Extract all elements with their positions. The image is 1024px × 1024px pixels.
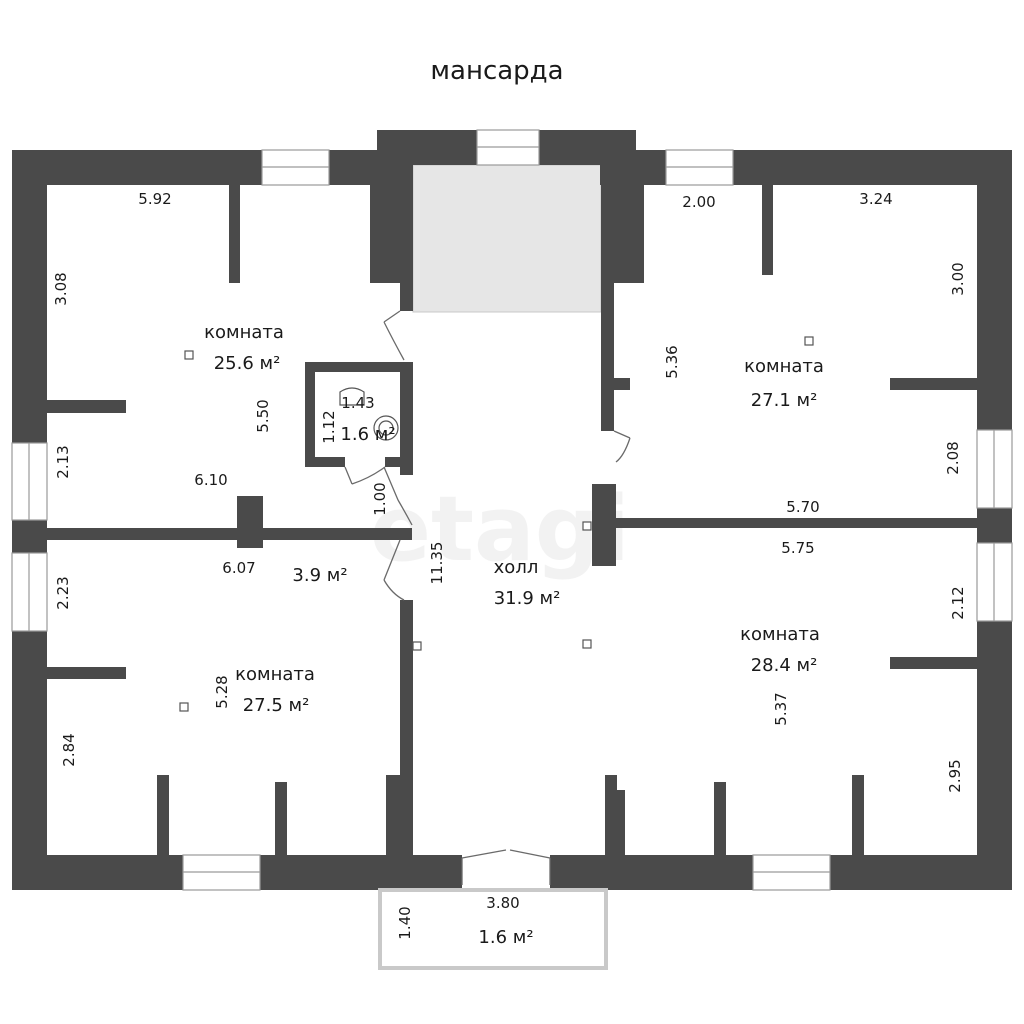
dim-door-gap: 1.00	[371, 482, 389, 515]
room-area-bath: 1.6 м²	[340, 424, 395, 445]
room-area-top-left: 25.6 м²	[214, 353, 281, 374]
dim-bath-width: 1.43	[341, 394, 374, 412]
dim-bath-depth: 1.12	[320, 410, 338, 443]
windows	[11, 129, 1013, 891]
room-area-corridor: 3.9 м²	[292, 565, 347, 586]
dim-tr-left-width: 2.00	[682, 193, 715, 211]
room-name-hall: холл	[494, 557, 539, 578]
dim-br-right-lower: 2.95	[946, 759, 964, 792]
dim-br-right-upper: 2.12	[949, 586, 967, 619]
dim-bl-depth: 5.28	[213, 675, 231, 708]
room-name-top-left: комната	[204, 322, 284, 343]
dim-balcony-width: 3.80	[486, 894, 519, 912]
dim-tl-depth: 5.50	[254, 399, 272, 432]
dim-hall-depth: 11.35	[428, 542, 446, 585]
room-area-balcony: 1.6 м²	[478, 927, 533, 948]
room-area-hall: 31.9 м²	[494, 588, 561, 609]
dim-tl-left-upper: 3.08	[52, 272, 70, 305]
dim-tl-width: 5.92	[138, 190, 171, 208]
bathroom-fixtures	[339, 387, 399, 441]
dim-bl-left-upper: 2.23	[54, 576, 72, 609]
dim-tr-bottom: 5.70	[786, 498, 819, 516]
dim-br-top: 5.75	[781, 539, 814, 557]
dim-bl-left-lower: 2.84	[60, 733, 78, 766]
dim-tr-right-lower: 2.08	[944, 441, 962, 474]
balcony	[378, 888, 608, 970]
dim-balcony-depth: 1.40	[396, 906, 414, 939]
dim-br-depth: 5.37	[772, 692, 790, 725]
dim-tl-bottom: 6.10	[194, 471, 227, 489]
doors	[344, 310, 631, 885]
dim-tr-right-width: 3.24	[859, 190, 892, 208]
room-area-top-right: 27.1 м²	[751, 390, 818, 411]
room-name-bottom-left: комната	[235, 664, 315, 685]
room-name-bottom-right: комната	[740, 624, 820, 645]
dim-tr-depth: 5.36	[663, 345, 681, 378]
dim-tr-right-upper: 3.00	[949, 262, 967, 295]
vent-markers	[179, 336, 814, 712]
stairwell	[412, 164, 602, 313]
room-area-bottom-left: 27.5 м²	[243, 695, 310, 716]
plan-title: мансарда	[430, 56, 563, 86]
dim-tl-left-lower: 2.13	[54, 445, 72, 478]
room-name-top-right: комната	[744, 356, 824, 377]
dim-bl-top: 6.07	[222, 559, 255, 577]
room-area-bottom-right: 28.4 м²	[751, 655, 818, 676]
